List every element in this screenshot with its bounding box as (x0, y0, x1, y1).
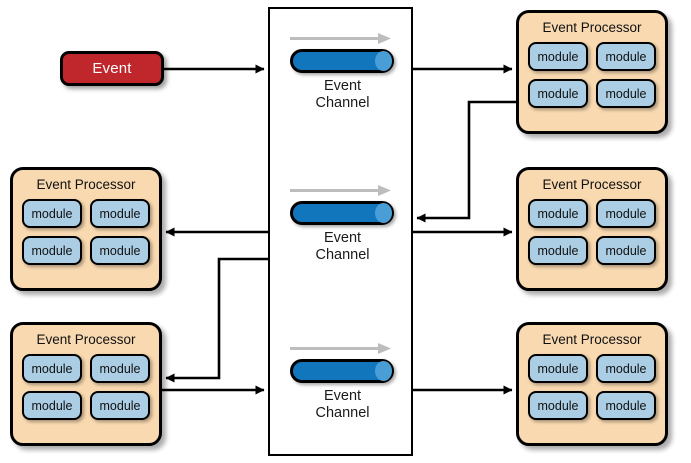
module-box[interactable]: module (528, 391, 588, 420)
event-channel-label-3: Event Channel (270, 388, 415, 422)
channel-label-line1: Event (323, 388, 362, 404)
event-source-box[interactable]: Event (60, 51, 164, 86)
module-box[interactable]: module (22, 236, 82, 265)
event-channel-label-1: Event Channel (270, 78, 415, 112)
processor-title: Event Processor (542, 20, 642, 35)
module-box[interactable]: module (596, 236, 656, 265)
module-grid: module module module module (528, 354, 656, 420)
processor-title: Event Processor (542, 332, 642, 347)
event-source-label: Event (92, 60, 132, 77)
pipe-cap-icon (375, 203, 392, 223)
module-box[interactable]: module (90, 391, 150, 420)
event-processor-middle-left[interactable]: Event Processor module module module mod… (10, 167, 162, 291)
module-box[interactable]: module (528, 354, 588, 383)
event-processor-bottom-left[interactable]: Event Processor module module module mod… (10, 322, 162, 446)
processor-title: Event Processor (36, 332, 136, 347)
event-channel-pipe-1 (290, 49, 394, 73)
pipe-cap-icon (375, 361, 392, 381)
channel-label-line2: Channel (315, 247, 370, 263)
module-box[interactable]: module (22, 199, 82, 228)
channel-label-line1: Event (323, 230, 362, 246)
module-box[interactable]: module (596, 42, 656, 71)
module-box[interactable]: module (90, 354, 150, 383)
module-box[interactable]: module (596, 354, 656, 383)
event-processor-bottom-right[interactable]: Event Processor module module module mod… (516, 322, 668, 446)
event-channel-label-2: Event Channel (270, 230, 415, 264)
module-grid: module module module module (528, 42, 656, 108)
event-processor-middle-right[interactable]: Event Processor module module module mod… (516, 167, 668, 291)
flow-direction-arrow-icon (290, 33, 391, 44)
module-grid: module module module module (22, 354, 150, 420)
link-top-right-to-channel2 (416, 100, 516, 223)
module-box[interactable]: module (596, 391, 656, 420)
channel-label-line2: Channel (315, 95, 370, 111)
module-box[interactable]: module (528, 79, 588, 108)
module-grid: module module module module (22, 199, 150, 265)
module-box[interactable]: module (528, 199, 588, 228)
module-grid: module module module module (528, 199, 656, 265)
event-channel-pipe-3 (290, 359, 394, 383)
module-box[interactable]: module (596, 199, 656, 228)
pipe-cap-icon (375, 51, 392, 71)
event-channel-container: Event Channel Event Channel (268, 7, 413, 456)
link-channel2-to-bottom-left (165, 257, 268, 383)
processor-title: Event Processor (542, 177, 642, 192)
module-box[interactable]: module (528, 42, 588, 71)
event-processor-top-right[interactable]: Event Processor module module module mod… (516, 10, 668, 134)
module-box[interactable]: module (596, 79, 656, 108)
module-box[interactable]: module (528, 236, 588, 265)
module-box[interactable]: module (90, 199, 150, 228)
event-channel-pipe-2 (290, 201, 394, 225)
processor-title: Event Processor (36, 177, 136, 192)
channel-label-line2: Channel (315, 405, 370, 421)
module-box[interactable]: module (22, 354, 82, 383)
channel-label-line1: Event (323, 78, 362, 94)
module-box[interactable]: module (22, 391, 82, 420)
module-box[interactable]: module (90, 236, 150, 265)
flow-direction-arrow-icon (290, 343, 391, 354)
flow-direction-arrow-icon (290, 185, 391, 196)
